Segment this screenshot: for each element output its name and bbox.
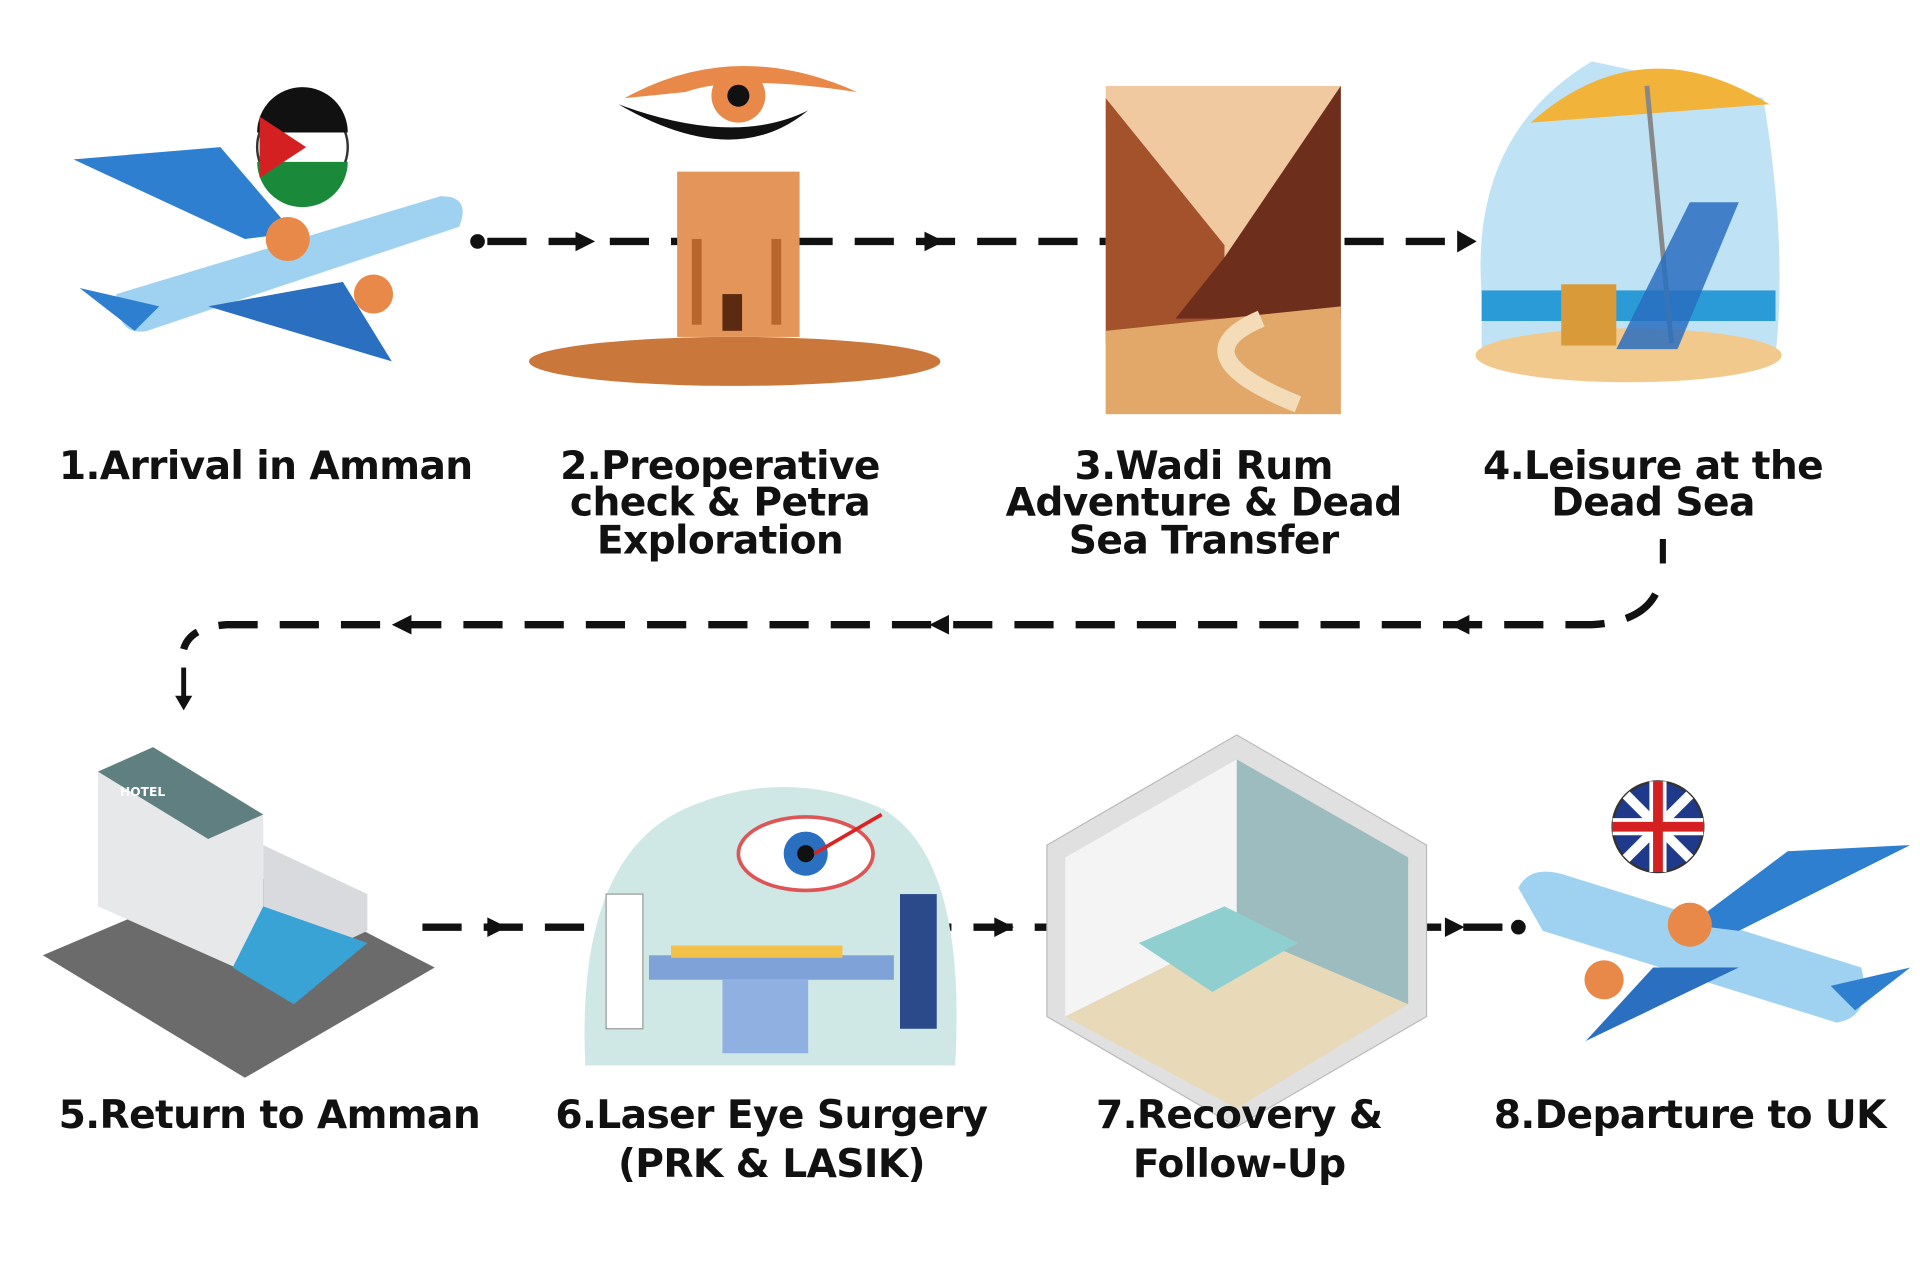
svg-text:Sea Transfer: Sea Transfer <box>1069 519 1340 564</box>
beach-chair-icon <box>1475 61 1782 383</box>
arrow-right-icon <box>924 231 945 252</box>
arrow-left-icon <box>1449 614 1470 635</box>
arrow-right-icon <box>487 917 507 937</box>
arrow-right-icon <box>1457 230 1477 253</box>
arrow-right-icon <box>994 917 1014 937</box>
svg-text:Exploration: Exploration <box>597 519 843 564</box>
svg-text:6.Laser Eye Surgery: 6.Laser Eye Surgery <box>555 1093 987 1138</box>
connector-return <box>175 538 1666 711</box>
step-6-label: 6.Laser Eye Surgery (PRK & LASIK) <box>555 1093 988 1187</box>
laser-surgery-icon <box>584 786 957 1066</box>
bedroom-icon <box>1046 734 1428 1128</box>
hotel-sign: HOTEL <box>120 785 165 799</box>
svg-text:5.Return to Amman: 5.Return to Amman <box>59 1093 480 1138</box>
svg-text:7.Recovery &: 7.Recovery & <box>1096 1093 1382 1138</box>
step-2-label: 2.Preoperative check & Petra Exploration <box>560 444 880 564</box>
step-1-label: 1.Arrival in Amman <box>59 444 473 489</box>
step-4-label: 4.Leisure at the Dead Sea <box>1483 444 1824 526</box>
arrow-left-icon <box>929 614 949 635</box>
svg-text:Dead Sea: Dead Sea <box>1551 481 1755 526</box>
svg-text:(PRK & LASIK): (PRK & LASIK) <box>618 1142 925 1187</box>
svg-text:4.Leisure at the: 4.Leisure at the <box>1483 444 1823 489</box>
eye-petra-icon <box>528 65 941 386</box>
svg-text:2.Preoperative: 2.Preoperative <box>560 444 880 489</box>
svg-text:1.Arrival in Amman: 1.Arrival in Amman <box>59 444 473 489</box>
svg-text:check & Petra: check & Petra <box>570 481 870 526</box>
step-8-label: 8.Departure to UK <box>1494 1093 1889 1138</box>
svg-text:Follow-Up: Follow-Up <box>1133 1142 1346 1187</box>
airplane-uk-flag-icon <box>1518 780 1911 1042</box>
step-5-label: 5.Return to Amman <box>59 1093 481 1138</box>
arrow-down-icon <box>175 695 193 711</box>
connector-row-2 <box>422 917 1526 937</box>
canyon-icon <box>1105 85 1341 415</box>
arrow-left-icon <box>391 614 412 635</box>
step-3-label: 3.Wadi Rum Adventure & Dead Sea Transfer <box>1006 444 1403 564</box>
airplane-jordan-flag-icon <box>73 87 463 362</box>
svg-text:Adventure & Dead: Adventure & Dead <box>1006 481 1402 526</box>
svg-text:8.Departure to UK: 8.Departure to UK <box>1494 1093 1888 1138</box>
hotel-icon: HOTEL <box>42 747 435 1078</box>
step-7-label: 7.Recovery & Follow-Up <box>1096 1093 1383 1187</box>
svg-text:3.Wadi Rum: 3.Wadi Rum <box>1075 444 1333 489</box>
arrow-right-icon <box>575 231 596 252</box>
arrow-right-icon <box>1444 917 1465 937</box>
